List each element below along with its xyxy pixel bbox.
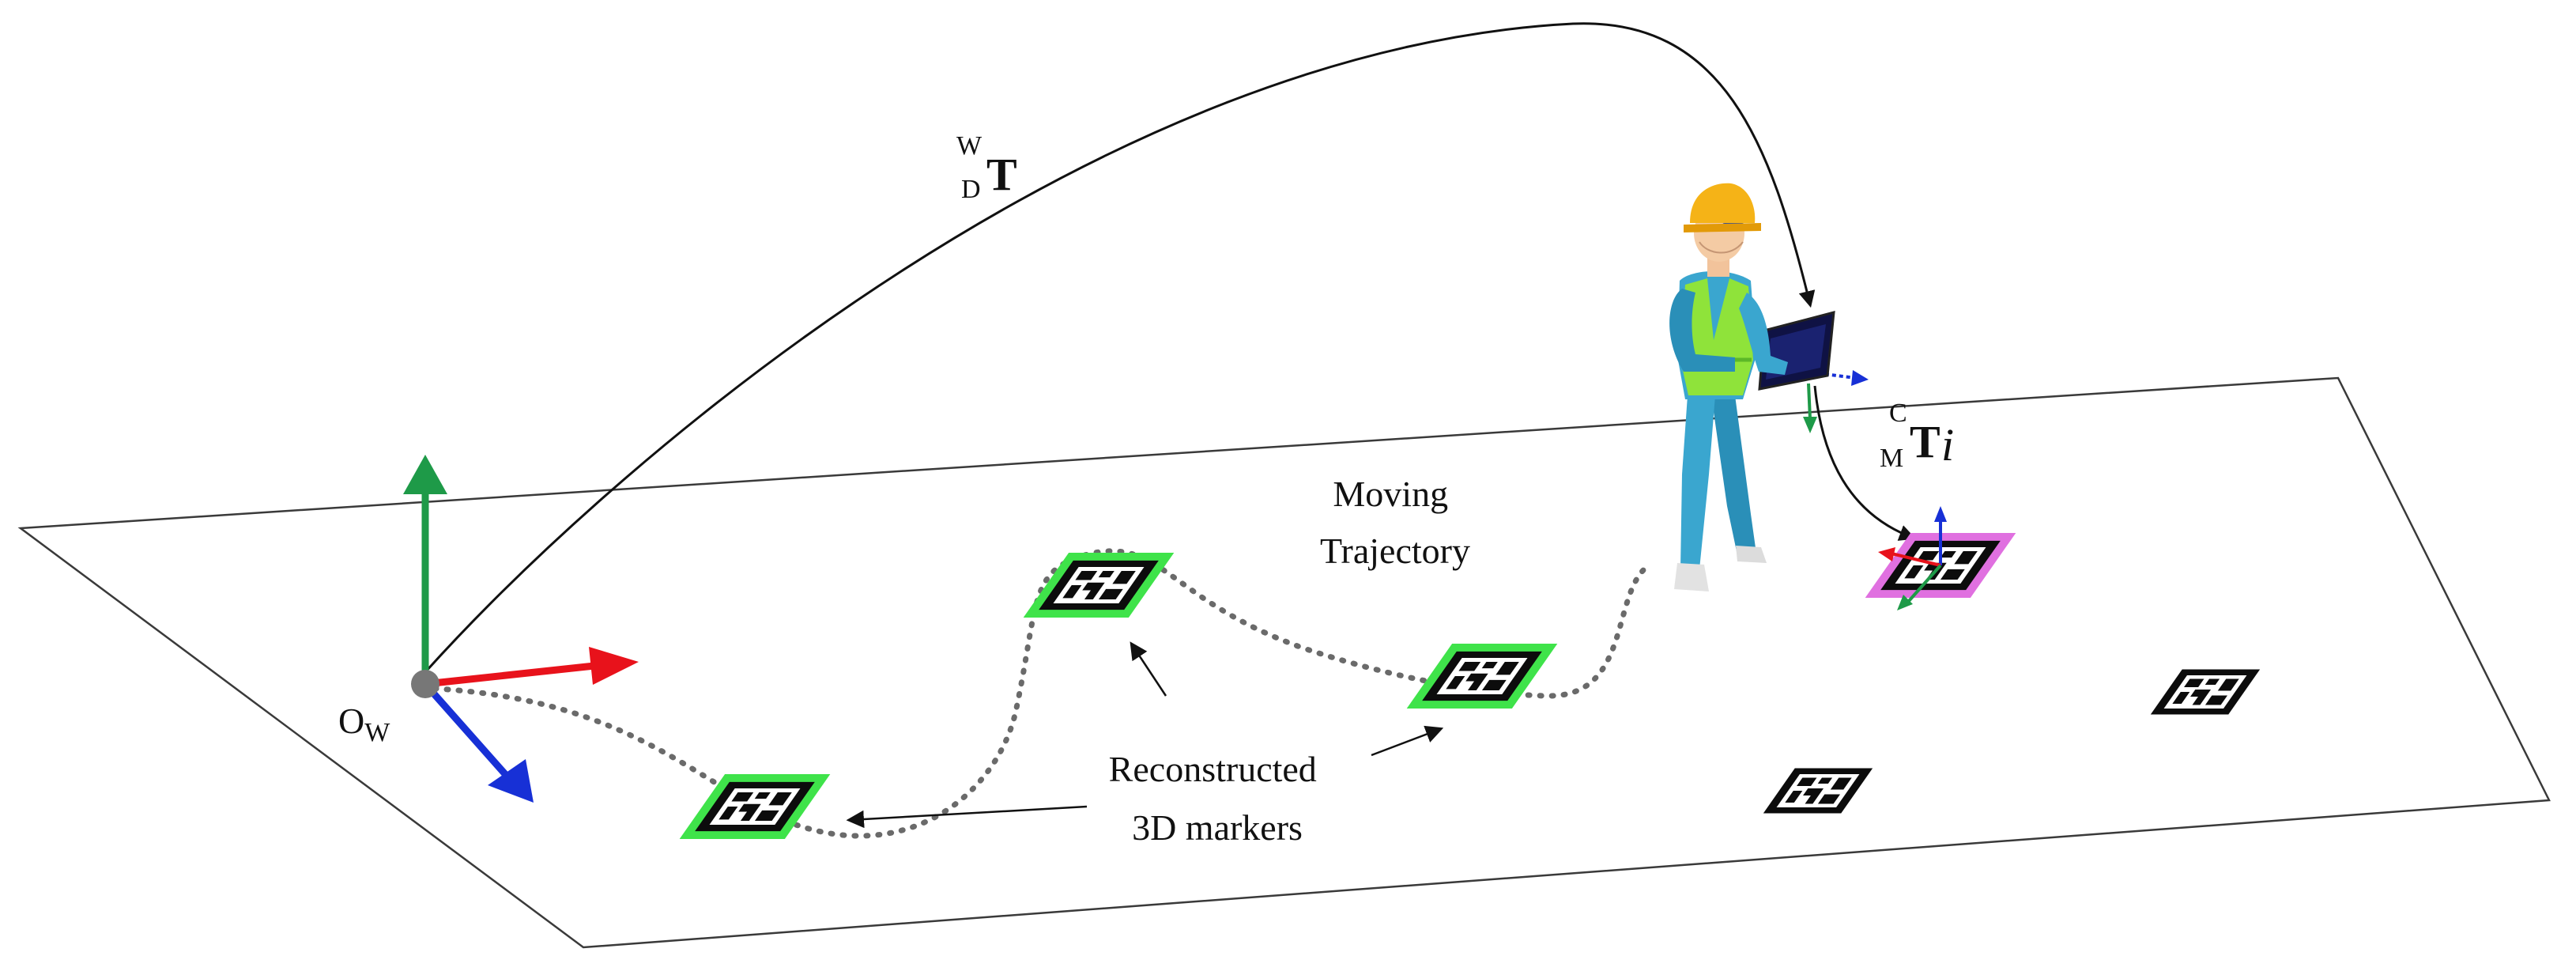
moving-trajectory-label: Moving Trajectory (1320, 474, 1470, 571)
construction-worker-icon (1669, 183, 1835, 591)
cmt-label: C M T i (1880, 399, 1954, 473)
cmt-arrow (1813, 385, 1916, 541)
world-axes (403, 455, 639, 803)
marker-reconstructed-2 (1023, 553, 1175, 618)
marker-reconstructed-3 (1406, 644, 1558, 709)
marker-unobserved-1 (2150, 669, 2261, 715)
origin-label: OW (338, 701, 390, 747)
reconstructed-markers-label: Reconstructed 3D markers (1109, 749, 1326, 848)
marker-unobserved-2 (1763, 768, 1873, 814)
wdt-arrow (424, 22, 1816, 674)
wdt-label: W D T (956, 131, 1017, 204)
pointer-arrow-2 (1130, 641, 1167, 697)
marker-axes (1878, 506, 1947, 610)
ground-plane (17, 376, 2551, 949)
pointer-arrow-3 (1371, 725, 1444, 757)
marker-reconstructed-1 (679, 774, 831, 839)
pointer-arrow-1 (846, 805, 1088, 829)
